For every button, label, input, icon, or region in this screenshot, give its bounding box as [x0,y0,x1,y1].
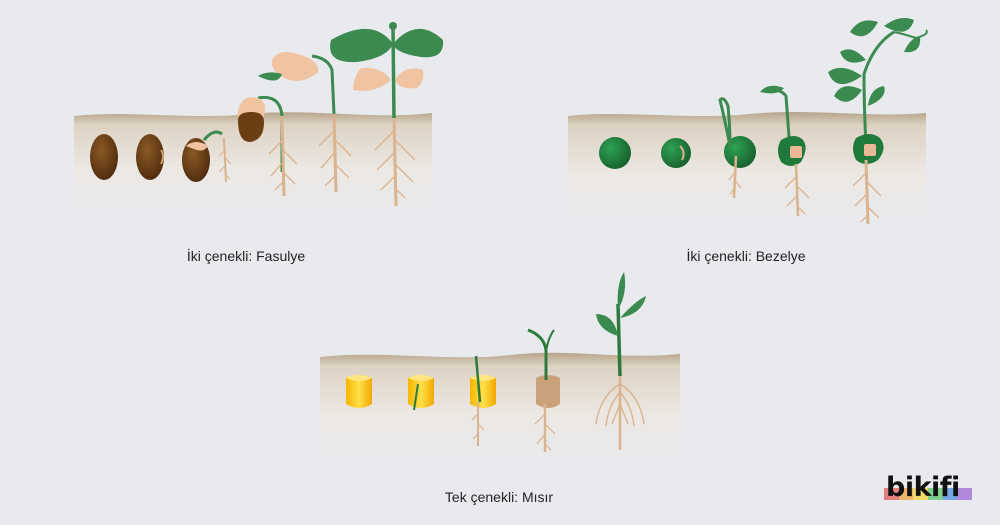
corn-seedling-5 [595,272,646,450]
brand-stripe-segment [898,488,914,500]
corn-kernel-2 [408,375,434,411]
pea-seedling-5 [828,18,928,225]
pea-soil [568,112,926,225]
corn-seedling-4 [527,328,560,452]
corn-kernel-3 [470,355,496,446]
brand-stripe-segment [928,488,943,500]
pea-seedling-4 [760,85,810,217]
bean-seed-3 [182,130,232,183]
bean-panel [74,22,444,215]
pea-seed-2 [661,138,691,168]
bean-seedling-6 [330,22,444,207]
bean-seedling-5 [258,52,352,193]
brand-stripe-segment [913,488,929,500]
bean-caption: İki çenekli: Fasulye [186,248,306,264]
corn-soil [320,352,680,465]
bean-seed-2 [136,134,164,180]
pea-panel [568,18,928,225]
bean-seed-1 [90,134,118,180]
brand-stripe-segment [942,488,958,500]
pea-caption: İki çenekli: Bezelye [686,248,806,264]
corn-kernel-1 [346,375,372,408]
bean-seedling-4 [237,95,298,197]
pea-seed-1 [599,137,631,169]
corn-panel [320,272,680,465]
brand-logo: bikifi [884,472,974,508]
brand-stripe-segment [884,488,899,500]
brand-color-stripe [884,488,973,500]
corn-caption: Tek çenekli: Mısır [444,489,554,505]
brand-name: bikifi [886,472,960,503]
bean-soil [74,112,432,215]
brand-stripe-segment [957,488,973,500]
pea-seedling-3 [718,97,756,199]
